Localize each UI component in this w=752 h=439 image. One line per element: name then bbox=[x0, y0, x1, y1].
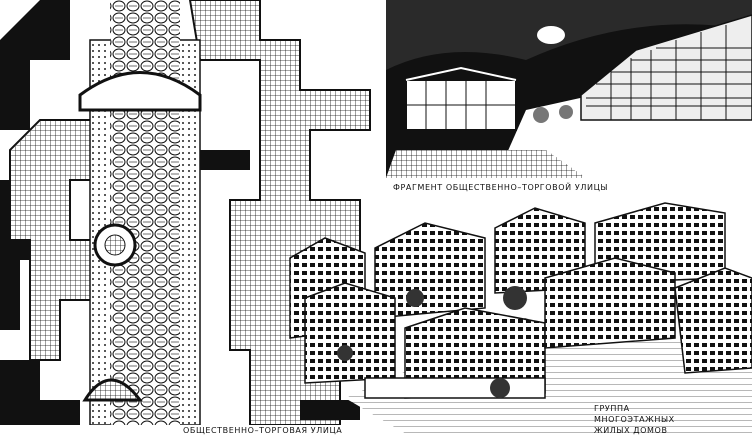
street-fragment-caption: ФРАГМЕНТ ОБЩЕСТВЕННО–ТОРГОВОЙ УЛИЦЫ bbox=[393, 183, 609, 192]
housing-group-illustration bbox=[289, 202, 752, 433]
street-fragment-illustration bbox=[386, 0, 752, 178]
caption-line: ЖИЛЫХ ДОМОВ bbox=[594, 426, 668, 435]
street-plan-illustration bbox=[0, 0, 371, 425]
caption-line: ГРУППА bbox=[594, 404, 630, 413]
caption-line: МНОГОЭТАЖНЫХ bbox=[594, 415, 675, 424]
housing-group-caption: ГРУППА МНОГОЭТАЖНЫХ ЖИЛЫХ ДОМОВ bbox=[594, 403, 675, 436]
street-plan-caption: ОБЩЕСТВЕННО–ТОРГОВАЯ УЛИЦА bbox=[183, 426, 343, 435]
